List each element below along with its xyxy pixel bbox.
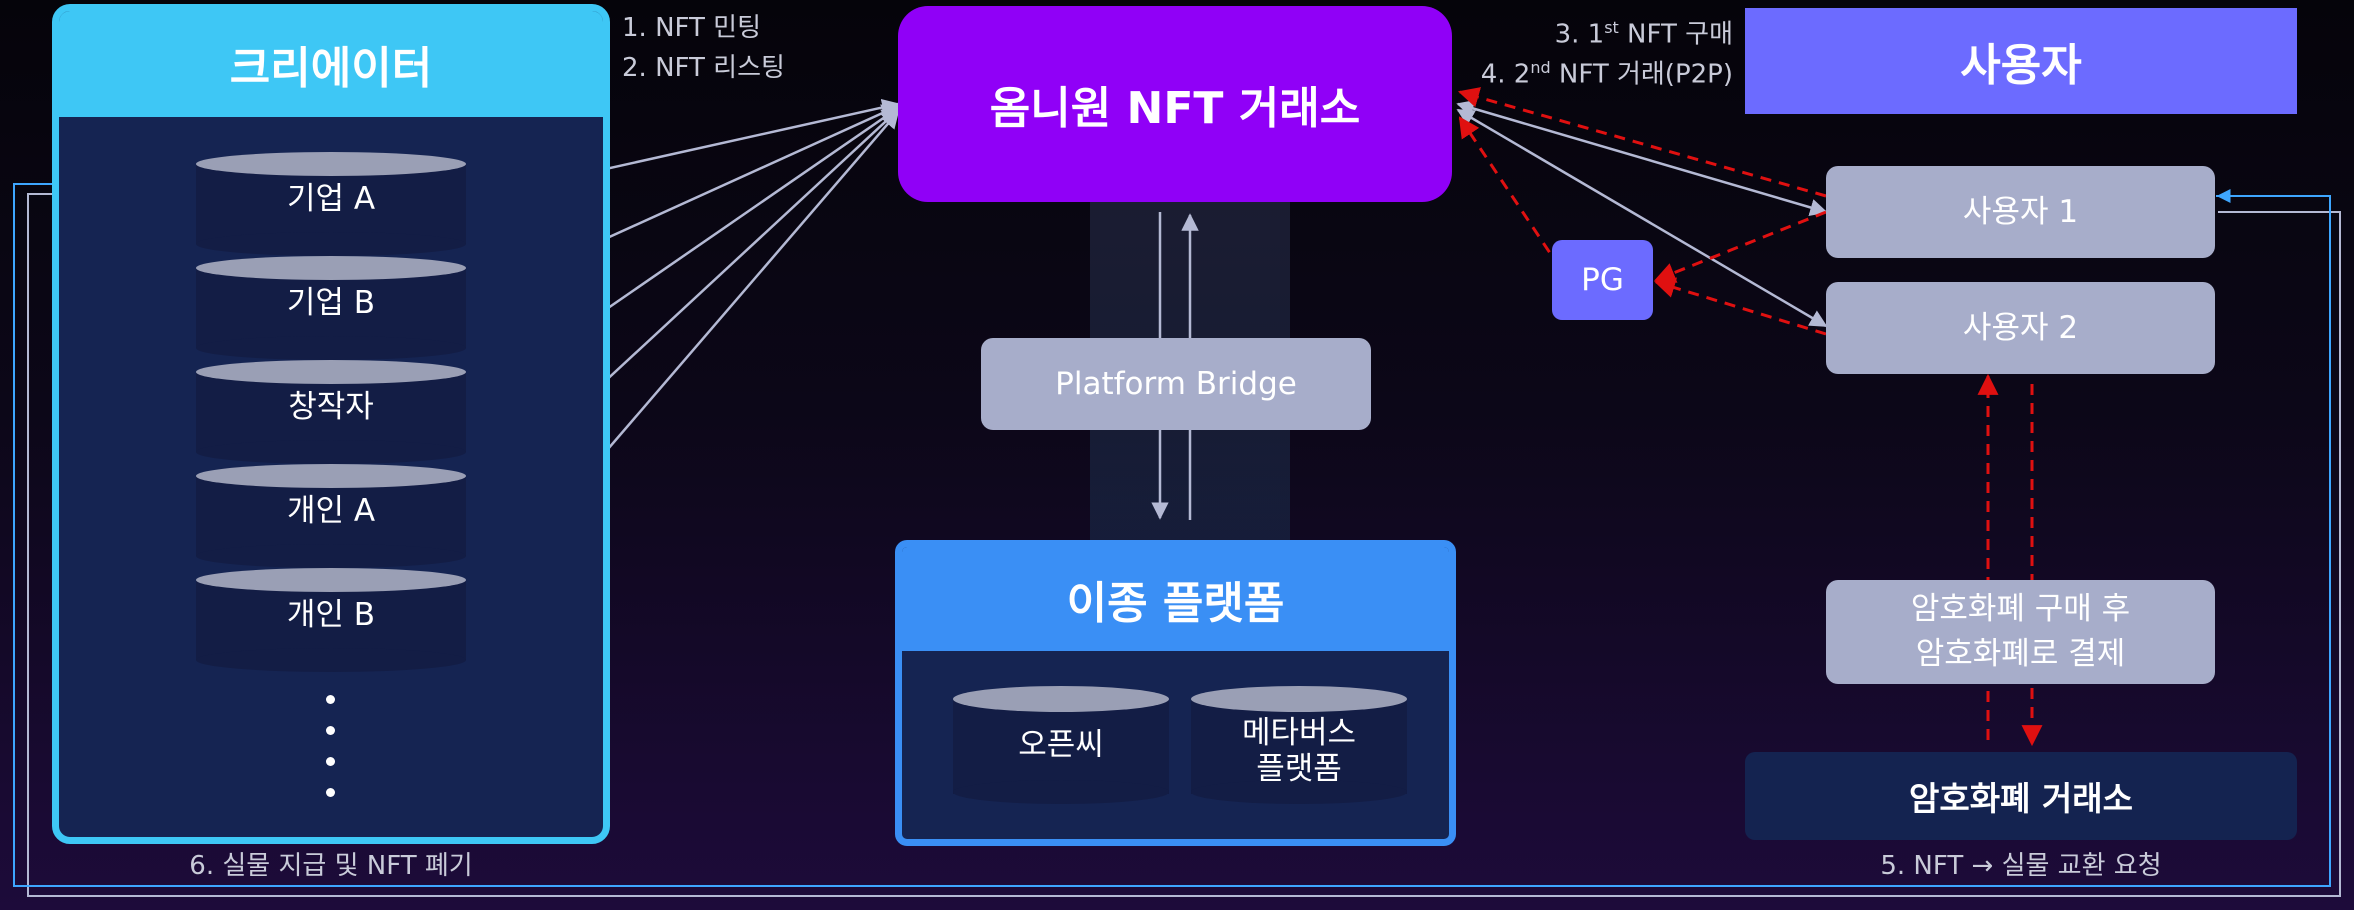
ellipsis-dot — [326, 726, 335, 735]
cylinder-label: 개인 A — [286, 493, 376, 529]
dashed-user2-pg — [1653, 277, 1827, 336]
hetero-platform-title: 이종 플랫폼 — [902, 547, 1449, 651]
crypto-payment-note: 암호화폐 구매 후 암호화폐로 결제 — [1826, 580, 2215, 684]
creator-panel: 크리에이터 — [52, 4, 610, 844]
note-step6: 6. 실물 지급 및 NFT 폐기 — [189, 851, 473, 881]
users-header: 사용자 — [1745, 8, 2297, 114]
note-step3: 3. 1st NFT 구매 — [1554, 18, 1733, 50]
user1-box: 사용자 1 — [1826, 166, 2215, 258]
note-step4: 4. 2nd NFT 거래(P2P) — [1480, 58, 1733, 90]
platform-bridge-box: Platform Bridge — [981, 338, 1371, 430]
note-step5: 5. NFT → 실물 교환 요청 — [1880, 851, 2162, 881]
ellipsis-dot — [326, 788, 335, 797]
cylinder-opensea: 오픈씨 — [953, 686, 1169, 804]
cylinder-individual-b: 개인 B — [196, 568, 466, 672]
cylinder-label: 개인 B — [286, 597, 376, 633]
cylinder-company-b: 기업 B — [196, 256, 466, 360]
cylinder-label: 기업 A — [286, 181, 376, 217]
platform-bridge-label: Platform Bridge — [1055, 366, 1297, 402]
pg-box: PG — [1552, 240, 1653, 320]
user2-box: 사용자 2 — [1826, 282, 2215, 374]
cylinder-company-a: 기업 A — [196, 152, 466, 256]
cylinder-creator: 창작자 — [196, 360, 466, 464]
nft-exchange-title: 옴니원 NFT 거래소 — [989, 83, 1361, 134]
cylinder-label: 기업 B — [286, 285, 376, 321]
user1-label: 사용자 1 — [1962, 193, 2079, 230]
creator-title: 크리에이터 — [59, 11, 603, 117]
dashed-user1-pg — [1654, 210, 1827, 283]
nft-exchange-box: 옴니원 NFT 거래소 — [898, 6, 1452, 202]
cylinder-label: 창작자 — [288, 389, 374, 425]
cylinder-label: 오픈씨 — [1018, 727, 1104, 763]
dashed-user1-exchange — [1457, 87, 1827, 198]
cylinder-label: 메타버스 플랫폼 — [1241, 715, 1357, 787]
pg-label: PG — [1581, 262, 1624, 298]
note-step1: 1. NFT 민팅 — [622, 13, 762, 43]
user2-label: 사용자 2 — [1962, 309, 2079, 346]
arrow-exchange-user2 — [1456, 108, 1828, 328]
ellipsis-dot — [326, 757, 335, 766]
cylinder-metaverse: 메타버스 플랫폼 — [1191, 686, 1407, 804]
cylinder-individual-a: 개인 A — [196, 464, 466, 568]
crypto-exchange-label: 암호화폐 거래소 — [1908, 779, 2133, 818]
ellipsis-dot — [326, 695, 335, 704]
note-step2: 2. NFT 리스팅 — [622, 53, 785, 83]
users-title: 사용자 — [1960, 40, 2082, 91]
crypto-exchange-box: 암호화폐 거래소 — [1745, 752, 2297, 840]
